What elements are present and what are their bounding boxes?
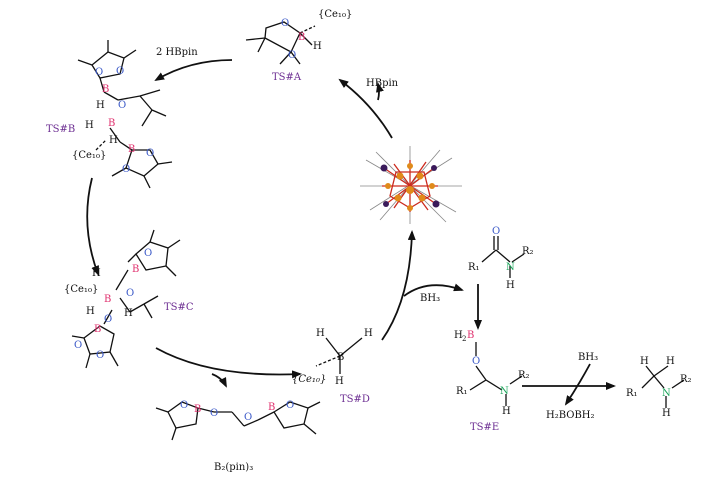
- ts-d-hydrogen-1: H: [316, 328, 325, 339]
- ts-b-hydrogen-3: H: [109, 135, 118, 146]
- amide-substrate: O N R₁ R₂ H: [468, 226, 534, 291]
- arrow-bh3-to-amide: [403, 283, 464, 297]
- ts-d-hydrogen-3: H: [335, 376, 344, 387]
- ts-a-label: TS#A: [272, 72, 302, 83]
- amine-r1: R₁: [626, 388, 638, 399]
- b2pin3-label: B₂(pin)₃: [214, 462, 253, 473]
- ts-b-structure: O O B O H H B H B O O {Ce₁₀} TS#B: [46, 40, 173, 189]
- arrow-tsa-to-tsb: [154, 59, 233, 82]
- ts-e-oxygen: O: [472, 356, 480, 367]
- amide-r1: R₁: [468, 262, 480, 273]
- ts-e-structure: H 2 B O R₁ N R₂ H TS#E: [454, 330, 530, 433]
- ts-e-hydrogen: H: [502, 406, 511, 417]
- ts-b-hydrogen-1: H: [96, 100, 105, 111]
- ts-a-boron: B: [298, 32, 305, 43]
- b2pin3-boron-1: B: [194, 404, 201, 415]
- arrow-release-b2pin3: [211, 373, 227, 388]
- ts-d-ce10: {Ce₁₀}: [292, 374, 326, 385]
- amine-hydrogen-2: H: [666, 356, 675, 367]
- ts-e-nitrogen: N: [500, 386, 509, 397]
- ts-c-label: TS#C: [164, 302, 194, 313]
- arrow-hbpin-in: [376, 82, 384, 101]
- ts-b-label: TS#B: [46, 124, 75, 135]
- cycle-arrows: [86, 59, 616, 406]
- ts-e-r2: R₂: [518, 370, 530, 381]
- arrow-tsd-to-cluster: [381, 230, 416, 341]
- ts-e-label: TS#E: [470, 422, 499, 433]
- ts-c-boron-2: B: [104, 294, 111, 305]
- b2pin3-oxygen-1: O: [180, 400, 188, 411]
- b2pin3-structure: B O O O B O B₂(pin)₃: [155, 400, 321, 473]
- ts-e-h2b-h: H: [454, 330, 463, 341]
- ts-b-oxygen-2: O: [116, 66, 124, 77]
- amide-nitrogen: N: [506, 262, 515, 273]
- ts-b-ce10: {Ce₁₀}: [72, 150, 106, 161]
- ts-d-hydrogen-2: H: [364, 328, 373, 339]
- ts-c-oxygen-3: O: [104, 314, 112, 325]
- ts-c-oxygen-1: O: [144, 248, 152, 259]
- ts-b-oxygen-4: O: [146, 148, 154, 159]
- b2pin3-boron-2: B: [268, 402, 275, 413]
- b2pin3-oxygen-3: O: [244, 412, 252, 423]
- ts-c-boron-1: B: [132, 264, 139, 275]
- ts-d-boron: B: [337, 352, 344, 363]
- ts-a-hydrogen: H: [313, 41, 322, 52]
- ts-a-oxygen-top: O: [281, 18, 289, 29]
- ts-c-oxygen-2: O: [126, 288, 134, 299]
- reagent-bh3-right: BH₃: [578, 352, 598, 363]
- ts-b-oxygen-3: O: [118, 100, 126, 111]
- arrow-tsc-to-tsd: [155, 347, 302, 379]
- ts-c-ce10: {Ce₁₀}: [64, 284, 98, 295]
- ts-a-oxygen-bottom: O: [288, 50, 296, 61]
- amine-nitrogen: N: [662, 388, 671, 399]
- amine-r2: R₂: [680, 374, 692, 385]
- ts-b-hydrogen-2: H: [85, 120, 94, 131]
- ts-d-structure: H H H B {Ce₁₀} TS#D: [292, 328, 373, 405]
- ts-b-oxygen-5: O: [122, 164, 130, 175]
- ts-d-label: TS#D: [340, 394, 370, 405]
- reagent-bh3-mid: BH₃: [420, 293, 440, 304]
- arrow-tsb-to-tsc: [86, 177, 99, 276]
- ts-c-oxygen-5: O: [96, 350, 104, 361]
- ts-a-ce10: {Ce₁₀}: [318, 9, 352, 20]
- arrow-bh3-to-byproduct: [564, 363, 591, 406]
- amide-hydrogen: H: [506, 280, 515, 291]
- amine-hydrogen-1: H: [640, 356, 649, 367]
- ts-c-hydrogen-2: H: [86, 306, 95, 317]
- ts-c-boron-3: B: [94, 324, 101, 335]
- ts-c-oxygen-4: O: [74, 340, 82, 351]
- reagent-2-hbpin: 2 HBpin: [156, 47, 198, 58]
- b2pin3-oxygen-4: O: [286, 400, 294, 411]
- ts-e-h2b-sub: 2: [462, 335, 466, 343]
- amide-r2: R₂: [522, 246, 534, 257]
- byproduct-h2bobh2: H₂BOBH₂: [546, 410, 595, 421]
- arrow-cluster-to-tsa: [338, 78, 393, 139]
- ce10-cluster-image: [360, 146, 462, 224]
- ts-e-boron: B: [467, 330, 474, 341]
- amine-hydrogen-3: H: [662, 408, 671, 419]
- ts-b-boron-1: B: [102, 84, 109, 95]
- reagent-hbpin: HBpin: [366, 78, 399, 89]
- ts-a-structure: O O B H {Ce₁₀} TS#A: [245, 9, 352, 83]
- ts-c-hydrogen-3: H: [124, 308, 133, 319]
- ts-b-oxygen-1: O: [95, 67, 103, 78]
- ts-c-structure: B O O B H H H O B O O {Ce₁₀} TS#C: [64, 229, 194, 369]
- ts-b-boron-3: B: [128, 144, 135, 155]
- amine-product: R₁ H H N R₂ H: [626, 356, 692, 419]
- b2pin3-oxygen-2: O: [210, 408, 218, 419]
- ts-e-r1: R₁: [456, 386, 468, 397]
- ts-b-boron-2: B: [108, 118, 115, 129]
- amide-oxygen: O: [492, 226, 500, 237]
